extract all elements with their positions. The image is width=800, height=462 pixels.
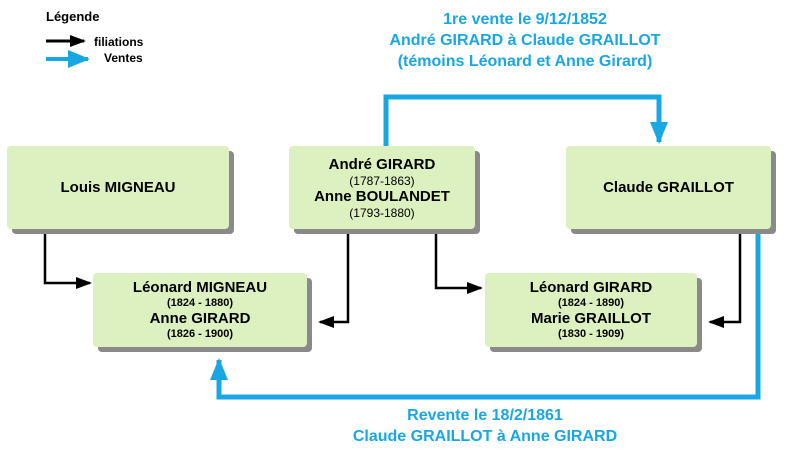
filiation-andre-to-anne [318, 232, 350, 328]
person-dates: (1787-1863) [349, 173, 415, 188]
filiation-claude-to-marie [708, 230, 742, 328]
person-name: Louis MIGNEAU [60, 178, 176, 196]
person-dates: (1824 - 1880) [166, 297, 234, 309]
person-name: Claude GRAILLOT [603, 178, 734, 196]
person-dates: (1824 - 1890) [557, 297, 625, 309]
person-name: Léonard MIGNEAU [132, 279, 268, 296]
sale-1861-line1: Revente le 18/2/1861 [407, 407, 563, 424]
couple-andre-girard-anne-boulandet: André GIRARD (1787-1863) Anne BOULANDET … [289, 146, 475, 229]
legend-filiations-label: filiations [94, 35, 144, 49]
person-louis-migneau: Louis MIGNEAU [7, 146, 229, 229]
person-dates: (1793-1880) [349, 205, 415, 220]
person-name: Anne GIRARD [149, 310, 251, 327]
filiation-louis-to-leonard [43, 232, 92, 289]
person-name: Anne BOULANDET [314, 187, 450, 205]
filiation-andre-to-leonard-girard [434, 232, 483, 294]
person-name: Marie GRAILLOT [530, 310, 651, 327]
person-dates: (1826 - 1900) [166, 328, 234, 340]
person-name: André GIRARD [328, 155, 436, 173]
sale-1861-label: Revente le 18/2/1861 Claude GRAILLOT à A… [300, 405, 670, 447]
person-dates: (1830 - 1909) [557, 328, 625, 340]
sale-1852-label: 1re vente le 9/12/1852 André GIRARD à Cl… [340, 9, 710, 72]
legend-ventes-label: Ventes [104, 51, 143, 65]
person-claude-graillot: Claude GRAILLOT [566, 146, 771, 229]
couple-leonard-migneau-anne-girard: Léonard MIGNEAU (1824 - 1880) Anne GIRAR… [93, 273, 307, 347]
couple-leonard-girard-marie-graillot: Léonard GIRARD (1824 - 1890) Marie GRAIL… [485, 273, 697, 347]
person-name: Léonard GIRARD [529, 279, 653, 296]
sale-arrow-1861 [210, 230, 761, 400]
sale-1861-line2: Claude GRAILLOT à Anne GIRARD [352, 428, 618, 445]
sale-1852-line2: André GIRARD à Claude GRAILLOT [389, 32, 661, 49]
sale-1852-line1: 1re vente le 9/12/1852 [443, 11, 607, 28]
sale-1852-line3: (témoins Léonard et Anne Girard) [397, 53, 653, 70]
legend-title: Légende [46, 9, 100, 24]
sale-arrow-1852 [383, 94, 668, 146]
